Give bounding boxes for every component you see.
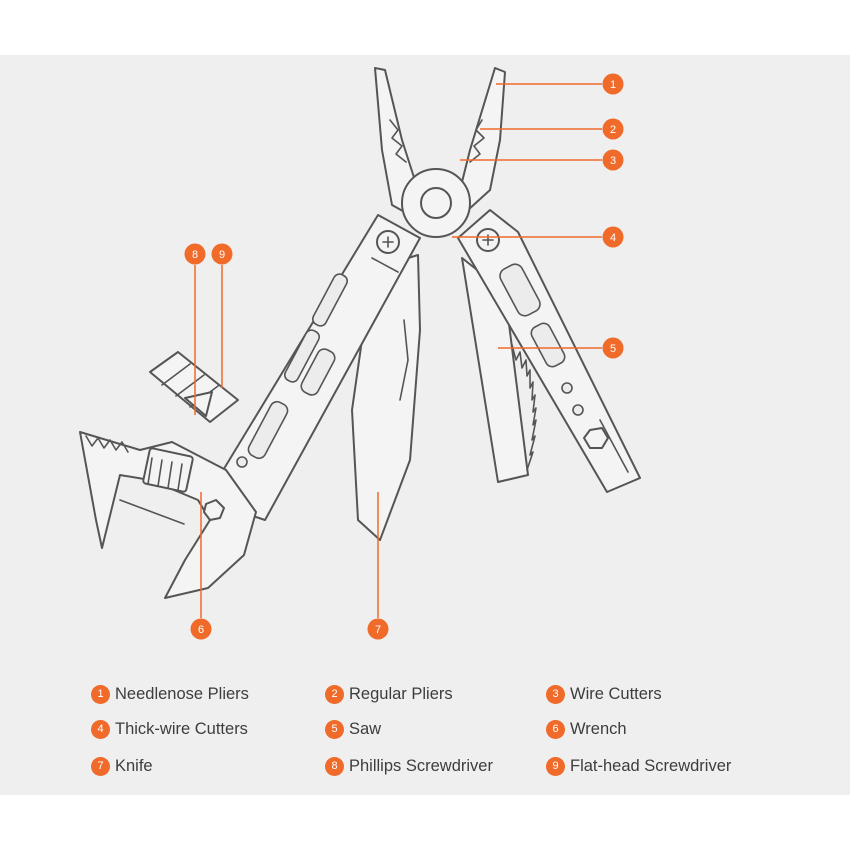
callout-8: 8 bbox=[184, 243, 206, 265]
callout-7: 7 bbox=[367, 618, 389, 640]
callout-5: 5 bbox=[602, 337, 624, 359]
legend-badge-8: 8 bbox=[325, 756, 344, 776]
leader-lines bbox=[194, 83, 602, 618]
legend-item-wire-cutters: 3 Wire Cutters bbox=[546, 682, 662, 706]
callout-2-circle bbox=[602, 118, 624, 140]
callout-3: 3 bbox=[602, 149, 624, 171]
legend-label-1: Needlenose Pliers bbox=[115, 684, 249, 703]
callout-6-circle bbox=[190, 618, 212, 640]
legend-label-4: Thick-wire Cutters bbox=[115, 719, 248, 738]
legend-item-saw: 5 Saw bbox=[325, 717, 381, 741]
legend-label-2: Regular Pliers bbox=[349, 684, 453, 703]
callout-4-number: 4 bbox=[610, 232, 616, 244]
legend-item-regular-pliers: 2 Regular Pliers bbox=[325, 682, 453, 706]
callout-8-number: 8 bbox=[192, 249, 198, 261]
legend-badge-1: 1 bbox=[91, 684, 110, 704]
legend-item-thick-wire-cutters: 4 Thick-wire Cutters bbox=[91, 717, 248, 741]
callout-4: 4 bbox=[602, 226, 624, 248]
right-handle-illustration bbox=[457, 209, 641, 493]
legend-item-phillips-screwdriver: 8 Phillips Screwdriver bbox=[325, 754, 493, 778]
legend-label-6: Wrench bbox=[570, 719, 627, 738]
legend-badge-2: 2 bbox=[325, 684, 344, 704]
legend-badge-6: 6 bbox=[546, 719, 565, 739]
legend-badge-9: 9 bbox=[546, 756, 565, 776]
callout-3-number: 3 bbox=[610, 155, 616, 167]
callout-8-circle bbox=[184, 243, 206, 265]
legend-label-8: Phillips Screwdriver bbox=[349, 756, 493, 775]
legend-badge-4: 4 bbox=[91, 719, 110, 739]
callout-3-circle bbox=[602, 149, 624, 171]
legend-label-9: Flat-head Screwdriver bbox=[570, 756, 732, 775]
legend-item-knife: 7 Knife bbox=[91, 754, 153, 778]
callout-2-number: 2 bbox=[610, 124, 616, 136]
legend-badge-7: 7 bbox=[91, 756, 110, 776]
pliers-illustration bbox=[374, 67, 506, 238]
callout-4-circle bbox=[602, 226, 624, 248]
callout-6: 6 bbox=[190, 618, 212, 640]
callout-9-circle bbox=[211, 243, 233, 265]
callout-5-circle bbox=[602, 337, 624, 359]
callout-1: 1 bbox=[602, 73, 624, 95]
legend-item-needlenose-pliers: 1 Needlenose Pliers bbox=[91, 682, 249, 706]
callout-7-circle bbox=[367, 618, 389, 640]
callout-7-number: 7 bbox=[375, 624, 381, 636]
callout-2: 2 bbox=[602, 118, 624, 140]
callout-9-number: 9 bbox=[219, 249, 225, 261]
legend-item-wrench: 6 Wrench bbox=[546, 717, 627, 741]
legend-badge-3: 3 bbox=[546, 684, 565, 704]
callout-1-number: 1 bbox=[610, 79, 616, 91]
legend-label-7: Knife bbox=[115, 756, 153, 775]
callout-5-number: 5 bbox=[610, 343, 616, 355]
screwdriver-bits-illustration bbox=[149, 351, 239, 423]
legend-label-3: Wire Cutters bbox=[570, 684, 662, 703]
wrench-illustration bbox=[79, 431, 257, 599]
callout-6-number: 6 bbox=[198, 624, 204, 636]
legend-label-5: Saw bbox=[349, 719, 382, 738]
legend-badge-5: 5 bbox=[325, 719, 344, 739]
callout-1-circle bbox=[602, 73, 624, 95]
legend-item-flat-head-screwdriver: 9 Flat-head Screwdriver bbox=[546, 754, 731, 778]
left-handle-illustration bbox=[204, 214, 421, 521]
callout-9: 9 bbox=[211, 243, 233, 265]
